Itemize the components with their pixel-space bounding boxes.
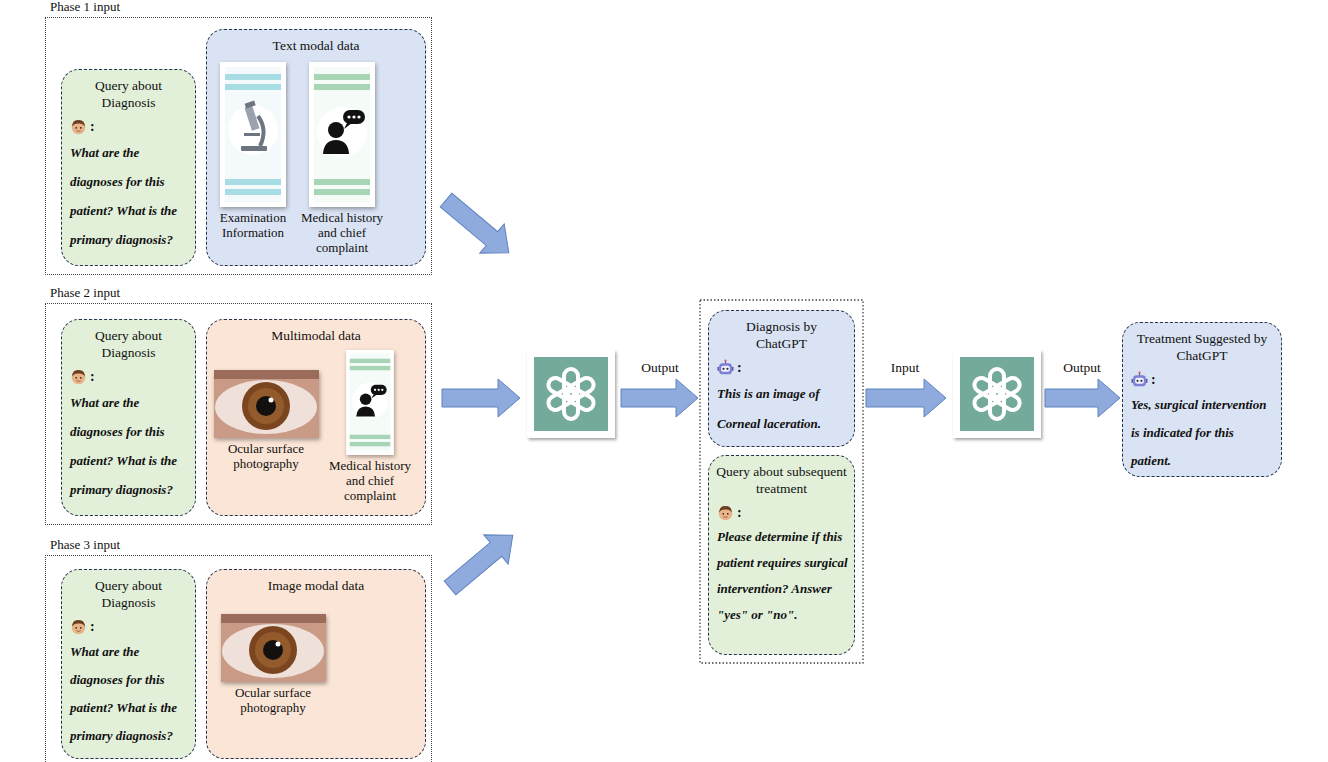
image-caption: Medical history and chief complaint bbox=[298, 211, 386, 256]
message-box: Query about Diagnosis: What are the diagn… bbox=[61, 319, 196, 516]
box-title: Image modal data bbox=[213, 578, 419, 595]
message-text: Please determine if this patient require… bbox=[715, 524, 848, 628]
arrow-label: Output bbox=[1042, 360, 1122, 376]
speaker-row: : bbox=[70, 368, 189, 386]
phase-label: Phase 2 input bbox=[48, 285, 122, 301]
box-heading: Query about Diagnosis bbox=[74, 578, 184, 612]
image-caption: Ocular surface photography bbox=[210, 442, 322, 472]
tile-image bbox=[309, 62, 375, 207]
block-arrow bbox=[866, 379, 946, 417]
phase-label: Phase 3 input bbox=[48, 537, 122, 553]
box-heading: Query about Diagnosis bbox=[74, 78, 184, 112]
image-caption: Medical history and chief complaint bbox=[322, 459, 418, 504]
chatgpt-logo bbox=[953, 350, 1041, 438]
speaker-colon: : bbox=[90, 619, 95, 635]
image-tile: Ocular surface photography bbox=[210, 370, 322, 472]
modality-box: Text modal dataExamination InformationMe… bbox=[206, 29, 426, 266]
message-text: Yes, surgical intervention is indicated … bbox=[1129, 391, 1275, 475]
image-tile: Examination Information bbox=[209, 62, 297, 241]
speaker-row: : bbox=[70, 618, 189, 636]
image-caption: Examination Information bbox=[209, 211, 297, 241]
message-text: What are the diagnoses for this patient?… bbox=[68, 388, 189, 504]
message-text: What are the diagnoses for this patient?… bbox=[68, 138, 189, 254]
message-box: Diagnosis by ChatGPT: This is an image of… bbox=[708, 310, 855, 447]
box-title: Multimodal data bbox=[213, 328, 419, 345]
speaker-row: : bbox=[717, 359, 848, 377]
person-icon bbox=[70, 368, 87, 385]
block-arrow bbox=[438, 521, 525, 603]
phase-panel: Phase 2 inputQuery about Diagnosis:What … bbox=[45, 303, 432, 525]
tile-image bbox=[221, 614, 326, 682]
robot-icon bbox=[717, 359, 734, 376]
tile-image bbox=[214, 370, 319, 438]
speaker-colon: : bbox=[90, 369, 95, 385]
block-arrow bbox=[1045, 379, 1120, 417]
box-heading: Query about subsequent treatment bbox=[716, 464, 848, 498]
image-tile: Medical history and chief complaint bbox=[322, 350, 418, 504]
block-arrow bbox=[621, 379, 698, 417]
chatgpt-logo bbox=[527, 350, 615, 438]
arrow-label: Input bbox=[865, 360, 945, 376]
speaker-row: : bbox=[1131, 371, 1275, 389]
speaker-colon: : bbox=[1151, 372, 1156, 388]
speaker-colon: : bbox=[737, 360, 742, 376]
speaker-row: : bbox=[70, 118, 189, 136]
block-arrow bbox=[442, 379, 520, 417]
box-title: Text modal data bbox=[213, 38, 419, 55]
image-caption: Ocular surface photography bbox=[217, 686, 329, 716]
speaker-colon: : bbox=[737, 505, 742, 521]
group-frame bbox=[700, 300, 863, 663]
message-box: Query about Diagnosis: What are the diagn… bbox=[61, 69, 196, 266]
block-arrow bbox=[434, 185, 521, 267]
arrow-label: Output bbox=[620, 360, 700, 376]
message-box: Query about subsequent treatment: Please … bbox=[708, 455, 855, 655]
box-heading: Treatment Suggested by ChatGPT bbox=[1136, 331, 1268, 365]
box-heading: Diagnosis by ChatGPT bbox=[732, 319, 832, 353]
message-text: This is an image of Corneal laceration. bbox=[715, 379, 848, 439]
phase-panel: Phase 3 inputQuery about Diagnosis:What … bbox=[45, 555, 432, 762]
message-box: Treatment Suggested by ChatGPT: Yes, surg… bbox=[1122, 322, 1282, 477]
modality-box: Image modal dataOcular surface photograp… bbox=[206, 569, 426, 759]
speaker-colon: : bbox=[90, 119, 95, 135]
tile-image bbox=[337, 350, 403, 455]
box-heading: Query about Diagnosis bbox=[74, 328, 184, 362]
message-text: What are the diagnoses for this patient?… bbox=[68, 638, 189, 750]
image-tile: Ocular surface photography bbox=[217, 614, 329, 716]
message-box: Query about Diagnosis: What are the diagn… bbox=[61, 569, 196, 759]
person-icon bbox=[717, 504, 734, 521]
phase-panel: Phase 1 inputQuery about Diagnosis:What … bbox=[45, 17, 432, 275]
person-icon bbox=[70, 118, 87, 135]
speaker-row: : bbox=[717, 504, 848, 522]
modality-box: Multimodal dataOcular surface photograph… bbox=[206, 319, 426, 516]
person-icon bbox=[70, 618, 87, 635]
phase-label: Phase 1 input bbox=[48, 0, 122, 15]
image-tile: Medical history and chief complaint bbox=[298, 62, 386, 256]
robot-icon bbox=[1131, 371, 1148, 388]
tile-image bbox=[220, 62, 286, 207]
